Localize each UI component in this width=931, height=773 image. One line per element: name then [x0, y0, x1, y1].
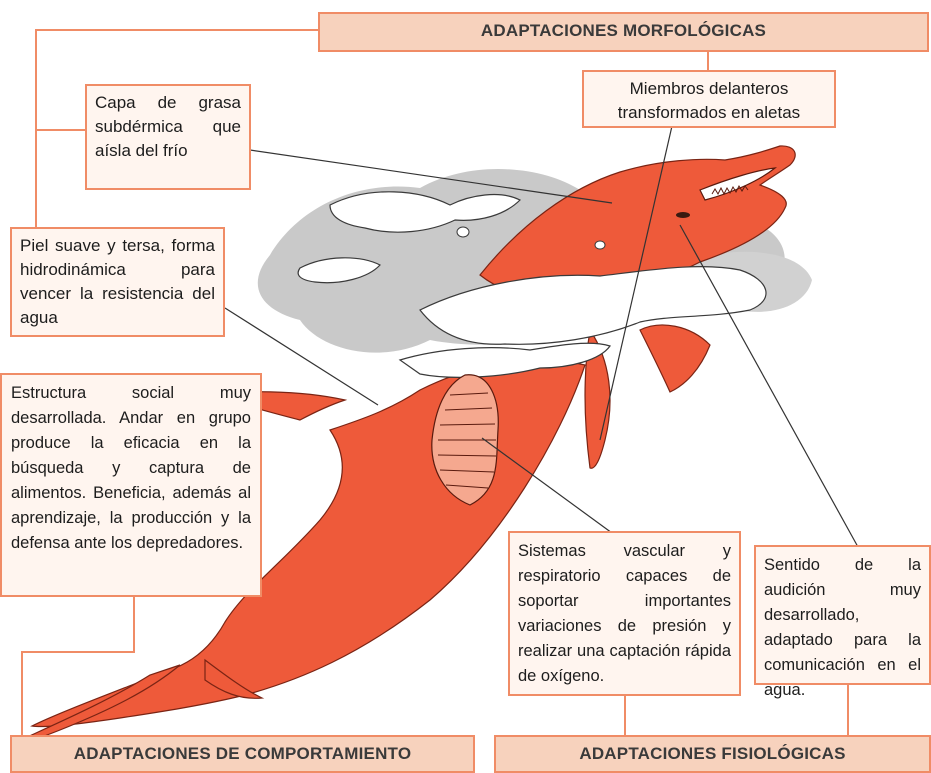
header-morphological: ADAPTACIONES MORFOLÓGICAS	[318, 12, 929, 52]
dolphin-dorsal-fin	[640, 325, 710, 392]
header-physiological: ADAPTACIONES FISIOLÓGICAS	[494, 735, 931, 773]
label-front-limbs: Miembros delanteros transformados en ale…	[582, 70, 836, 128]
label-vascular-respiratory: Sistemas vascular y respiratorio capaces…	[508, 531, 741, 696]
label-hearing: Sentido de la audición muy desarrollado,…	[754, 545, 931, 685]
header-behavioral: ADAPTACIONES DE COMPORTAMIENTO	[10, 735, 475, 773]
dolphin-eye	[676, 212, 690, 218]
label-fat-layer: Capa de grasa subdérmica que aísla del f…	[85, 84, 251, 190]
label-social-structure: Estructura social muy desarrollada. Anda…	[0, 373, 262, 597]
label-skin: Piel suave y tersa, forma hidrodinámica …	[10, 227, 225, 337]
water-bubble	[595, 241, 605, 249]
water-bubble	[457, 227, 469, 237]
